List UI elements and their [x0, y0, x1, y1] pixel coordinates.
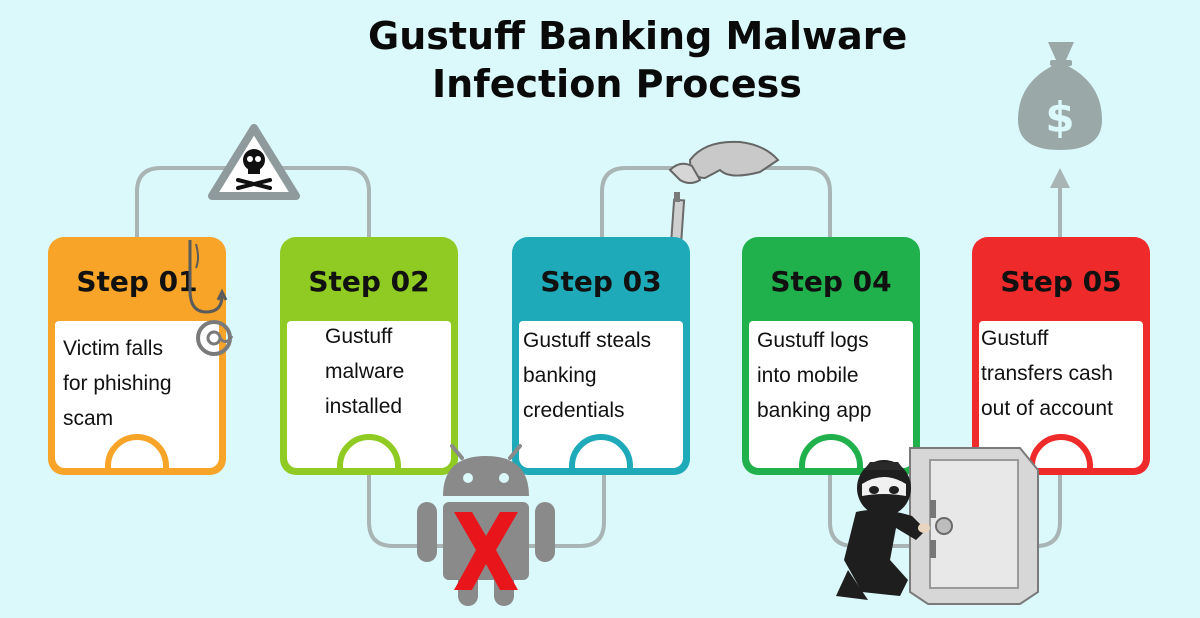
- step-description: Gustuff malware installed: [325, 325, 405, 418]
- step-label: Step 04: [770, 264, 892, 298]
- money-bag-icon: $: [1018, 42, 1102, 150]
- diagram-title-line1: Gustuff Banking Malware: [368, 14, 908, 58]
- skull-warning-icon: [208, 124, 300, 200]
- step-description: Gustuff steals banking credentials: [523, 329, 652, 422]
- step-label: Step 02: [308, 264, 430, 298]
- step-arc: [799, 434, 863, 468]
- step-card-5: Step 05 Gustuff transfers cash out of ac…: [972, 237, 1150, 475]
- step-description: Gustuff logs into mobile banking app: [757, 329, 872, 422]
- step-card-1: Step 01 Victim falls for phishing scam: [48, 237, 226, 475]
- step-body: Gustuff transfers cash out of account: [979, 321, 1143, 468]
- step-description: Gustuff transfers cash out of account: [981, 327, 1113, 420]
- connector-step4-step5: [828, 475, 1062, 548]
- step-label: Step 05: [1000, 264, 1122, 298]
- connector-step2-step3: [367, 475, 606, 548]
- arrowhead-up-icon: [1050, 168, 1070, 188]
- step-label: Step 03: [540, 264, 662, 298]
- step-arc: [1029, 434, 1093, 468]
- step-header: Step 02: [280, 237, 458, 325]
- dollar-sign: $: [1045, 93, 1074, 142]
- step-body: Gustuff malware installed: [287, 321, 451, 468]
- diagram-title-line2: Infection Process: [432, 62, 802, 106]
- step-header: Step 03: [512, 237, 690, 325]
- step-body: Victim falls for phishing scam: [55, 321, 219, 468]
- step-body: Gustuff logs into mobile banking app: [749, 321, 913, 468]
- step-arc: [337, 434, 401, 468]
- step-header: Step 01: [48, 237, 226, 325]
- step-card-3: Step 03 Gustuff steals banking credentia…: [512, 237, 690, 475]
- step-card-2: Step 02 Gustuff malware installed: [280, 237, 458, 475]
- step-header: Step 04: [742, 237, 920, 325]
- step-card-4: Step 04 Gustuff logs into mobile banking…: [742, 237, 920, 475]
- step-description: Victim falls for phishing scam: [63, 337, 172, 430]
- step-label: Step 01: [76, 264, 198, 298]
- step-header: Step 05: [972, 237, 1150, 325]
- step-arc: [569, 434, 633, 468]
- step-arc: [105, 434, 169, 468]
- step-body: Gustuff steals banking credentials: [519, 321, 683, 468]
- connector-step3-step4: [600, 166, 832, 237]
